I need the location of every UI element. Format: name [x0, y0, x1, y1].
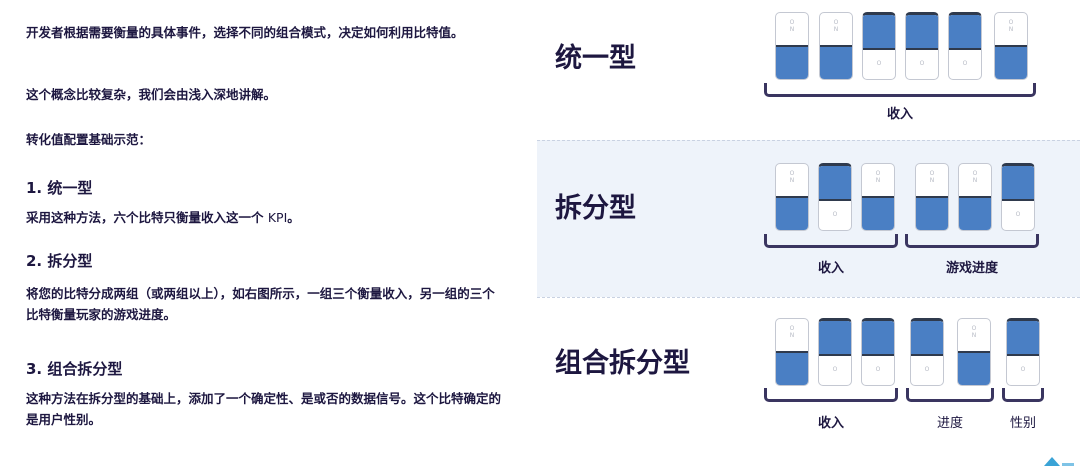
bit-switch-unified-3: O [862, 12, 896, 80]
model-title-split: 拆分型 [555, 193, 636, 224]
kpi-term: KPI [267, 210, 288, 225]
intro-paragraph: 开发者根据需要衡量的具体事件，选择不同的组合模式，决定如何利用比特值。 [26, 25, 464, 40]
section-heading-split: 2. 拆分型 [26, 252, 93, 270]
bit-mark: O [962, 60, 968, 67]
brace-split-progress [905, 234, 1039, 248]
bit-mark: O [876, 60, 882, 67]
bit-switch-combined-6: O [1006, 318, 1040, 386]
section-heading-unified: 1. 统一型 [26, 179, 93, 197]
examples-title: 转化值配置基础示范： [26, 132, 152, 147]
bit-switch-split-2: O [818, 163, 852, 231]
bit-switch-split-6: O [1001, 163, 1035, 231]
bit-mark: O [919, 60, 925, 67]
model-title-unified: 统一型 [555, 43, 636, 74]
section-body-unified-text: 采用这种方法，六个比特只衡量收入这一个 [26, 210, 268, 225]
bit-mark: O [875, 366, 881, 373]
group-label-combined-revenue: 收入 [817, 416, 844, 431]
bit-switch-unified-4: O [905, 12, 939, 80]
model-title-combined: 组合拆分型 [555, 348, 690, 379]
divider-top [537, 140, 1080, 141]
brace-combined-revenue [764, 388, 898, 402]
bit-mark: O [1020, 366, 1026, 373]
bit-mark: O [832, 366, 838, 373]
bit-switch-combined-3: O [861, 318, 895, 386]
bit-mark: O [1015, 211, 1021, 218]
corner-logo-icon [1044, 457, 1060, 466]
group-label-split-revenue: 收入 [817, 261, 844, 276]
section-body-unified-end: 。 [287, 210, 300, 225]
bit-mark: O [924, 366, 930, 373]
group-label-unified-revenue: 收入 [886, 107, 913, 122]
brace-combined-progress [906, 388, 994, 402]
bit-switch-unified-5: O [948, 12, 982, 80]
section-heading-combined: 3. 组合拆分型 [26, 360, 123, 378]
brace-split-revenue [764, 234, 898, 248]
brace-combined-gender [1002, 388, 1044, 402]
group-label-combined-progress: 进度 [936, 416, 963, 431]
group-label-split-progress: 游戏进度 [945, 261, 998, 276]
divider-bottom [537, 297, 1080, 298]
brace-unified-revenue [764, 83, 1036, 97]
complexity-note: 这个概念比较复杂，我们会由浅入深地讲解。 [26, 87, 277, 102]
bit-mark: O [832, 211, 838, 218]
bit-switch-combined-4: O [910, 318, 944, 386]
section-body-unified: 采用这种方法，六个比特只衡量收入这一个 KPI。 [26, 207, 506, 228]
group-label-combined-gender: 性别 [1009, 416, 1036, 431]
bit-switch-combined-2: O [818, 318, 852, 386]
section-body-split: 将您的比特分成两组（或两组以上），如右图所示，一组三个衡量收入，另一组的三个比特… [26, 286, 495, 322]
section-body-combined: 这种方法在拆分型的基础上，添加了一个确定性、是或否的数据信号。这个比特确定的是用… [26, 391, 502, 427]
corner-logo-bar [1062, 463, 1074, 466]
